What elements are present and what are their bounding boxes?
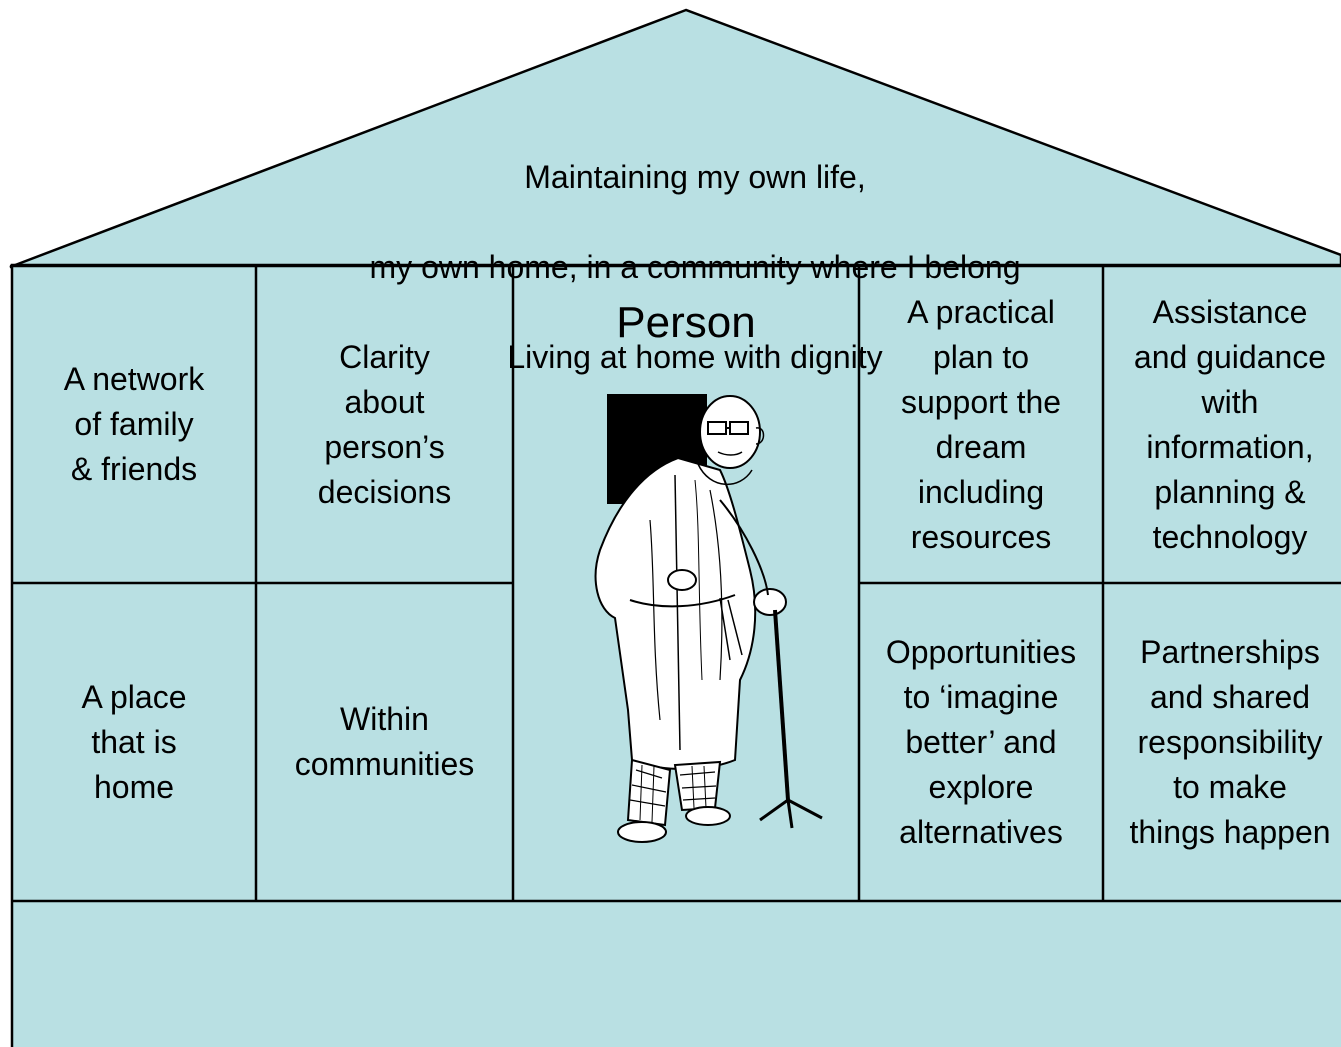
- roof-line: Living at home with dignity: [507, 339, 883, 375]
- roof-caption: Maintaining my own life, my own home, in…: [300, 110, 1090, 425]
- roof-line: my own home, in a community where I belo…: [369, 249, 1021, 285]
- cell-opportunities: Opportunities to ‘imagine better’ and ex…: [885, 633, 1077, 850]
- cell-communities: Within communities: [294, 701, 475, 782]
- cell-plan: A practical plan to support the dream in…: [900, 293, 1062, 555]
- cell-network: A network of family & friends: [63, 361, 205, 487]
- cell-assistance: Assistance and guidance with information…: [1133, 293, 1327, 555]
- roof-line: Maintaining my own life,: [524, 159, 866, 195]
- cell-place: A place that is home: [81, 678, 187, 805]
- roof-shape: [9, 8, 1341, 269]
- cell-partnerships: Partnerships and shared responsibility t…: [1129, 633, 1331, 850]
- person-title: Person: [616, 298, 756, 347]
- cell-clarity: Clarity about person’s decisions: [317, 338, 452, 510]
- elderly-man-with-cane-icon: [570, 380, 840, 880]
